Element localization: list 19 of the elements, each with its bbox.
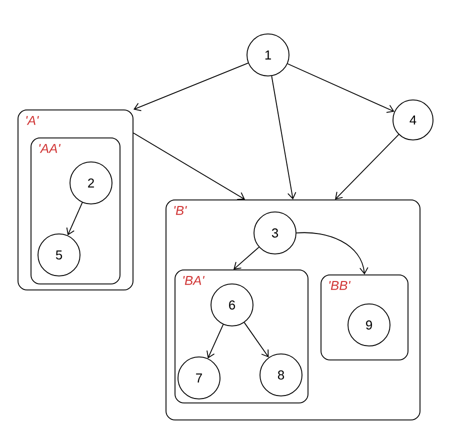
circle-node: 5 bbox=[38, 234, 80, 276]
arrow bbox=[206, 324, 224, 358]
circle-node: 2 bbox=[70, 162, 112, 204]
circle-node: 6 bbox=[210, 284, 254, 326]
arrow bbox=[271, 76, 296, 200]
arrow bbox=[335, 134, 400, 200]
arrow bbox=[234, 246, 260, 270]
arrow bbox=[296, 232, 368, 275]
circle-node: 7 bbox=[178, 356, 220, 400]
arrow bbox=[287, 63, 394, 113]
arrow bbox=[133, 62, 249, 112]
circle-node: 8 bbox=[260, 354, 302, 396]
arrow bbox=[133, 132, 245, 200]
circle-node: 3 bbox=[254, 212, 296, 254]
circle-node: 9 bbox=[348, 304, 390, 346]
circle-node: 4 bbox=[392, 100, 434, 140]
arrow bbox=[66, 202, 83, 236]
circle-node: 1 bbox=[246, 34, 290, 76]
arrow bbox=[244, 322, 269, 358]
